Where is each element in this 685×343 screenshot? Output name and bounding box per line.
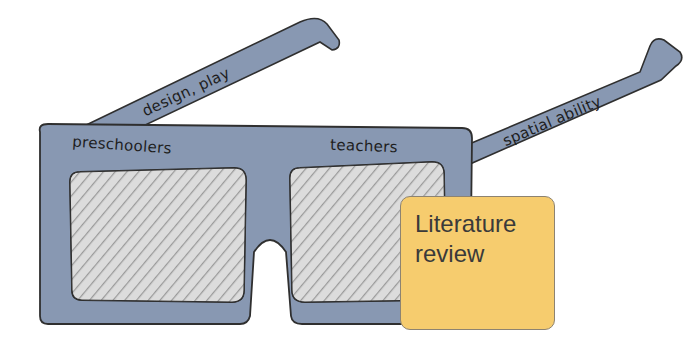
left-temple (80, 18, 339, 138)
frame-label: teachers (330, 136, 398, 156)
sticky-note: Literature review (400, 196, 555, 330)
right-temple (455, 39, 682, 164)
temple-label: spatial ability (500, 92, 604, 150)
note-text: Literature review (415, 209, 540, 269)
left-lens (70, 168, 246, 302)
